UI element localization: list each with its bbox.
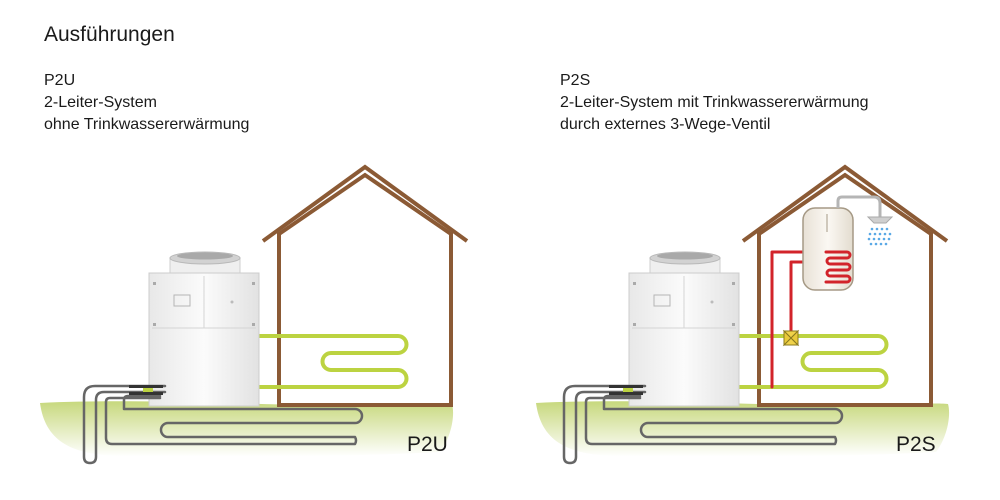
pipe-connector <box>609 385 643 395</box>
page-title: Ausführungen <box>44 23 175 46</box>
variant-code: P2S <box>560 72 591 89</box>
underfloor-heating-loop <box>256 334 409 389</box>
variant-line1: 2-Leiter-System mit Trinkwassererwärmung <box>560 94 869 111</box>
variant-p2s-description: P2S 2-Leiter-System mit Trinkwassererwär… <box>560 70 869 136</box>
house-outline-icon <box>741 164 949 407</box>
variant-line2: ohne Trinkwassererwärmung <box>44 116 250 133</box>
shower-head-icon <box>836 195 894 246</box>
diagram-p2u: P2U <box>40 164 469 465</box>
diagram-label: P2U <box>407 433 448 456</box>
variant-code: P2U <box>44 72 76 89</box>
ground-collector-loop <box>82 384 364 465</box>
heat-pump-unit-icon <box>148 251 260 407</box>
pipe-connector <box>129 385 163 395</box>
variant-line1: 2-Leiter-System <box>44 94 157 111</box>
variant-p2u-description: P2U 2-Leiter-System ohne Trinkwassererwä… <box>44 70 249 136</box>
water-tank-icon <box>802 207 854 291</box>
variant-line2: durch externes 3-Wege-Ventil <box>560 116 771 133</box>
diagram-p2s: P2S <box>536 164 950 465</box>
heat-pump-unit-icon <box>628 251 740 407</box>
ground-area <box>536 401 950 457</box>
diagram-label: P2S <box>896 433 936 456</box>
ground-collector-loop <box>562 384 844 465</box>
three-way-valve-icon <box>782 329 800 347</box>
ground-area <box>40 401 454 457</box>
underfloor-heating-loop <box>736 334 889 389</box>
house-outline-icon <box>261 164 469 407</box>
